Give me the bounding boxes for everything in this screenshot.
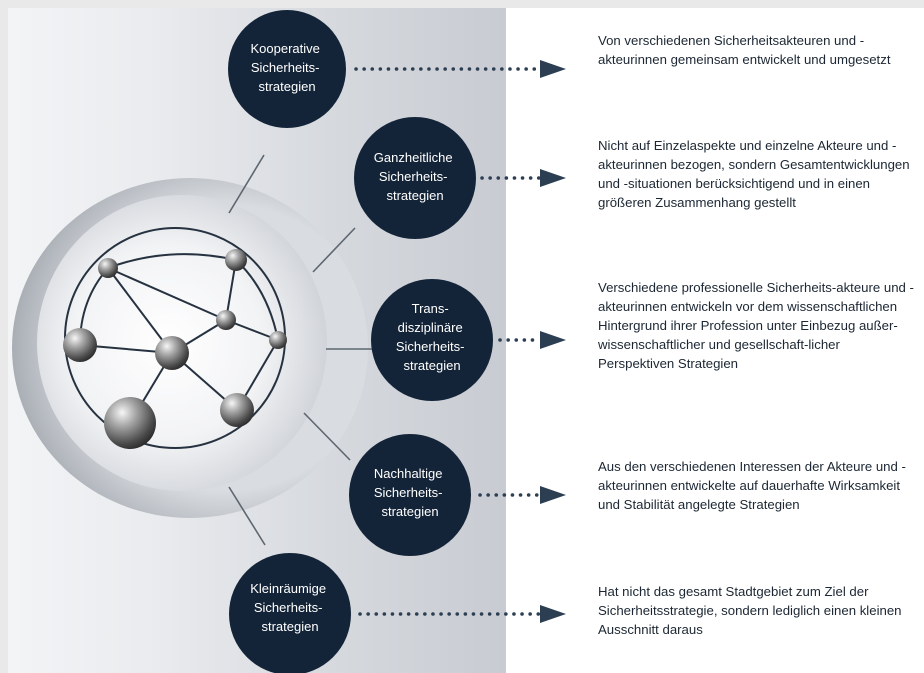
node-nachhaltige-label-line1: Nachhaltige bbox=[374, 466, 443, 481]
dotted-arrow-ganzheitliche bbox=[480, 169, 566, 187]
node-kooperative-circle bbox=[228, 10, 346, 128]
node-kooperative: Kooperative Sicherheits- strategien bbox=[228, 10, 346, 128]
connector-kooperative bbox=[228, 154, 265, 214]
node-ganzheitliche-label-line1: Ganzheitliche bbox=[374, 150, 453, 165]
node-kooperative-label-line3: strategien bbox=[258, 79, 315, 94]
network-globe-icon bbox=[12, 178, 368, 518]
network-spheres bbox=[63, 249, 287, 449]
top-border-strip bbox=[0, 0, 924, 8]
connector-ganzheitliche bbox=[312, 227, 356, 273]
node-kleinraeumige-label-line2: Sicherheits- bbox=[254, 600, 323, 615]
node-ganzheitliche-label-line3: strategien bbox=[386, 188, 443, 203]
svg-text:Kooperative Sicherheits-: Kooperative Sicherheits- strategien bbox=[250, 41, 323, 94]
node-ganzheitliche-circle bbox=[354, 117, 476, 239]
svg-text:Ganzheitliche Sicherheit: Ganzheitliche Sicherheits- strategien bbox=[374, 150, 456, 203]
connector-lines bbox=[228, 154, 372, 546]
node-transdisziplinaere-label-line4: strategien bbox=[403, 358, 460, 373]
left-border-strip bbox=[0, 0, 8, 673]
node-transdisziplinaere-circle bbox=[371, 279, 493, 401]
node-kleinraeumige-circle bbox=[229, 553, 351, 673]
dotted-arrow-kleinraeumige bbox=[358, 605, 566, 623]
node-ganzheitliche: Ganzheitliche Sicherheits- strategien bbox=[354, 117, 476, 239]
node-kleinraeumige-label-line3: strategien bbox=[261, 619, 318, 634]
svg-text:Nachhaltige Sicherheits-: Nachhaltige Sicherheits- strategien bbox=[374, 466, 446, 519]
node-kleinraeumige-label-line1: Kleinräumige bbox=[250, 581, 326, 596]
description-nachhaltige: Aus den verschiedenen Interessen der Akt… bbox=[598, 459, 906, 512]
description-kleinraeumige: Hat nicht das gesamt Stadtgebiet zum Zie… bbox=[598, 584, 902, 637]
dotted-arrow-transdisziplinaere bbox=[498, 331, 566, 349]
node-kooperative-label-line2: Sicherheits- bbox=[251, 60, 320, 75]
node-kooperative-label-line1: Kooperative bbox=[250, 41, 319, 56]
description-kooperative: Von verschiedenen Sicherheitsakteuren un… bbox=[598, 33, 891, 67]
node-transdisziplinaere-label-line2: disziplinäre bbox=[398, 320, 463, 335]
node-nachhaltige: Nachhaltige Sicherheits- strategien bbox=[349, 434, 471, 556]
svg-text:Trans- disziplinäre: Trans- disziplinäre Sicherheits- strateg… bbox=[396, 301, 468, 373]
svg-text:Kleinräumige Sicherheits: Kleinräumige Sicherheits- strategien bbox=[250, 581, 330, 634]
node-transdisziplinaere: Trans- disziplinäre Sicherheits- strateg… bbox=[371, 279, 493, 401]
connector-kleinraeumige bbox=[228, 486, 266, 546]
node-kleinraeumige: Kleinräumige Sicherheits- strategien bbox=[229, 553, 351, 673]
dotted-arrow-nachhaltige bbox=[478, 486, 566, 504]
description-transdisziplinaere: Verschiedene professionelle Sicherheits-… bbox=[598, 280, 914, 371]
description-ganzheitliche: Nicht auf Einzelaspekte und einzelne Akt… bbox=[598, 138, 910, 210]
node-nachhaltige-circle bbox=[349, 434, 471, 556]
connector-nachhaltige bbox=[303, 412, 351, 461]
node-transdisziplinaere-label-line1: Trans- bbox=[412, 301, 449, 316]
node-transdisziplinaere-label-line3: Sicherheits- bbox=[396, 339, 465, 354]
dotted-arrow-kooperative bbox=[354, 60, 566, 78]
node-nachhaltige-label-line2: Sicherheits- bbox=[374, 485, 443, 500]
dotted-arrows bbox=[354, 60, 566, 623]
node-nachhaltige-label-line3: strategien bbox=[381, 504, 438, 519]
node-ganzheitliche-label-line2: Sicherheits- bbox=[379, 169, 448, 184]
